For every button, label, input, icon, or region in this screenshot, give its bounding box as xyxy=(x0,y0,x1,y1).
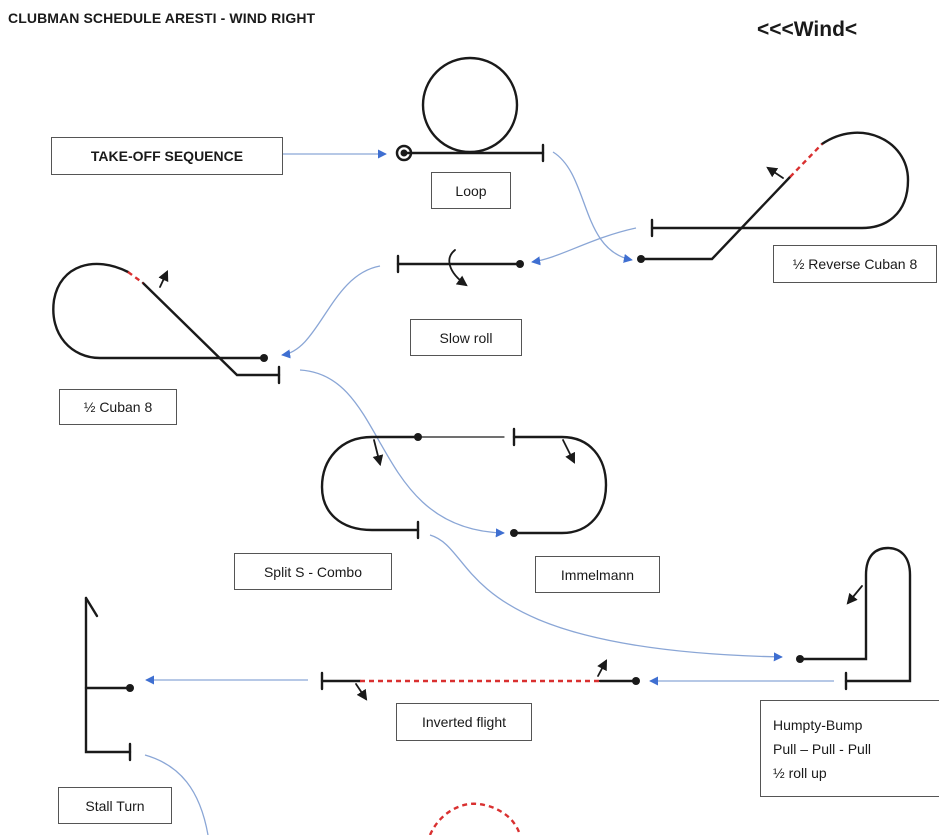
loop-entry-marker xyxy=(395,144,413,162)
humpty-line-1: Humpty-Bump xyxy=(773,716,863,733)
reverse-cuban-entry-dot xyxy=(637,255,645,263)
half-cuban-entry-dot xyxy=(260,354,268,362)
half-cuban-roll-dash xyxy=(127,271,144,284)
slow-roll-figure xyxy=(396,249,522,287)
wind-direction-label: <<<Wind< xyxy=(757,18,858,41)
connector-reverse-cuban-slowroll xyxy=(531,227,637,266)
slow-roll-entry-dot xyxy=(516,260,524,268)
reverse-cuban-figure xyxy=(639,131,910,261)
inverted-flight-figure xyxy=(320,659,638,701)
stall-turn-figure xyxy=(84,596,132,762)
loop-label: Loop xyxy=(431,172,511,209)
humpty-bump-label: Humpty-Bump Pull – Pull - Pull ½ roll up xyxy=(760,700,939,797)
immelmann-figure xyxy=(419,427,608,535)
split-s-figure xyxy=(320,435,420,540)
half-cuban-figure xyxy=(52,262,281,385)
humpty-line-2: Pull – Pull - Pull xyxy=(773,740,872,757)
stall-turn-label: Stall Turn xyxy=(58,787,172,824)
humpty-entry-dot xyxy=(796,655,804,663)
split-s-label: Split S - Combo xyxy=(234,553,392,590)
connector-splits-humpty xyxy=(429,534,783,662)
humpty-bump-figure xyxy=(798,546,912,691)
connector-slowroll-halfcuban xyxy=(281,265,381,359)
split-s-entry-dot xyxy=(414,433,422,441)
next-figure-dash xyxy=(428,802,522,835)
inverted-entry-dot xyxy=(632,677,640,685)
connector-stallturn-next xyxy=(144,754,209,835)
slow-roll-label: Slow roll xyxy=(410,319,522,356)
reverse-cuban-label: ½ Reverse Cuban 8 xyxy=(773,245,937,283)
reverse-cuban-roll-dash xyxy=(789,143,823,178)
connector-halfcuban-immelmann xyxy=(299,369,505,538)
humpty-line-3: ½ roll up xyxy=(773,764,827,781)
inverted-flight-label: Inverted flight xyxy=(396,703,532,741)
connector-loop-reverse-cuban xyxy=(552,151,633,263)
loop-figure xyxy=(402,56,545,163)
stall-turn-entry-dot xyxy=(126,684,134,692)
takeoff-sequence-label: TAKE-OFF SEQUENCE xyxy=(51,137,283,175)
immelmann-label: Immelmann xyxy=(535,556,660,593)
immelmann-entry-dot xyxy=(510,529,518,537)
page-title: CLUBMAN SCHEDULE ARESTI - WIND RIGHT xyxy=(8,10,316,26)
half-cuban-label: ½ Cuban 8 xyxy=(59,389,177,425)
